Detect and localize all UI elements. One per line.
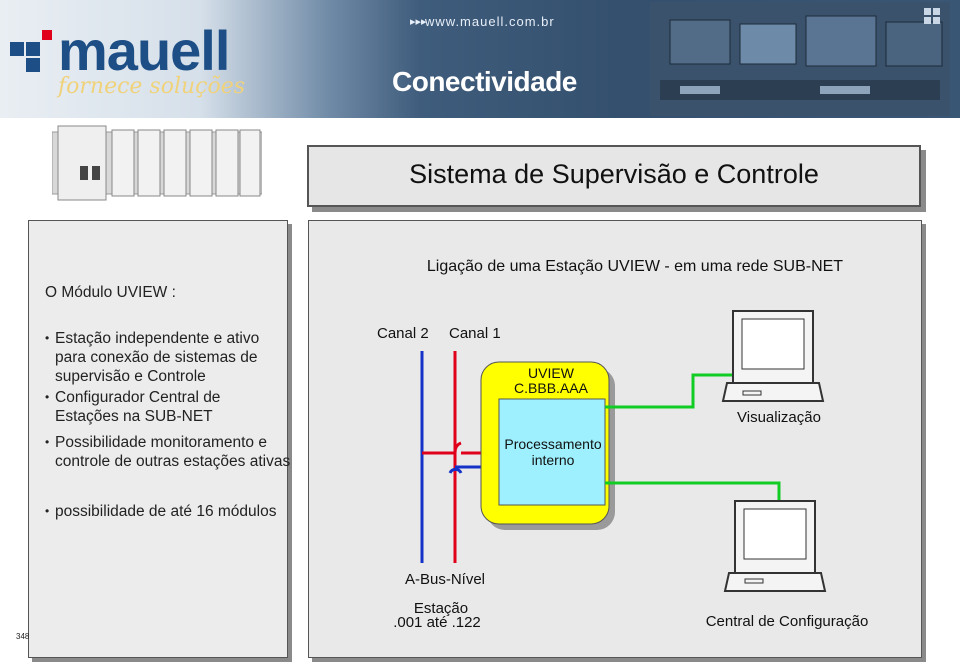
processing-box — [498, 398, 606, 506]
page-number: 348 — [16, 632, 30, 641]
monitor-visualizacao-icon — [721, 310, 825, 402]
estacao-label: Estação — [414, 600, 468, 617]
canal1-label: Canal 1 — [449, 325, 501, 342]
left-panel: O Módulo UVIEW : Estação independente e … — [28, 220, 291, 658]
corner-squares-icon — [924, 8, 940, 24]
diagram-panel: Ligação de uma Estação UVIEW - em uma re… — [308, 220, 922, 658]
bullet-item: Estação independente e ativo para conexã… — [45, 329, 275, 386]
bullet-item: Possibilidade monitoramento e controle d… — [45, 433, 291, 471]
uview-address: C.BBB.AAA — [514, 380, 589, 396]
page-title: Conectividade — [392, 66, 577, 97]
logo-mark-icon — [10, 30, 52, 72]
canal2-label: Canal 2 — [377, 325, 429, 342]
subtitle: Sistema de Supervisão e Controle — [409, 159, 819, 189]
link-central — [605, 481, 781, 503]
estacao-range: .001 até .122 — [393, 614, 481, 631]
crossover-hop — [448, 467, 463, 474]
abus-label: A-Bus-Nível — [405, 571, 485, 588]
double-chevron-icon: ▸▸▸ — [410, 16, 427, 28]
logo-text: mauell — [58, 19, 230, 82]
network-diagram: Ligação de uma Estação UVIEW - em uma re… — [377, 258, 869, 631]
uview-label: UVIEW — [528, 365, 575, 381]
uview-module-image — [52, 125, 262, 201]
monitor-central-icon — [723, 500, 827, 592]
central-label: Central de Configuração — [706, 613, 869, 630]
visualizacao-label: Visualização — [737, 409, 821, 426]
control-room-photo — [650, 2, 950, 116]
header-banner: mauell fornece soluções ▸▸▸ www.mauell.c… — [0, 0, 960, 118]
link-visualizacao — [605, 373, 733, 409]
diagram-title: Ligação de uma Estação UVIEW - em uma re… — [427, 258, 843, 275]
bullet-item: Configurador Central de Estações na SUB-… — [45, 388, 255, 426]
connector-red-hop — [453, 441, 462, 454]
subtitle-box: Sistema de Supervisão e Controle — [307, 145, 921, 207]
website-link[interactable]: www.mauell.com.br — [425, 14, 555, 29]
bullet-item: possibilidade de até 16 módulos — [45, 502, 291, 521]
tagline: fornece soluções — [58, 74, 246, 99]
module-heading: O Módulo UVIEW : — [45, 284, 176, 301]
